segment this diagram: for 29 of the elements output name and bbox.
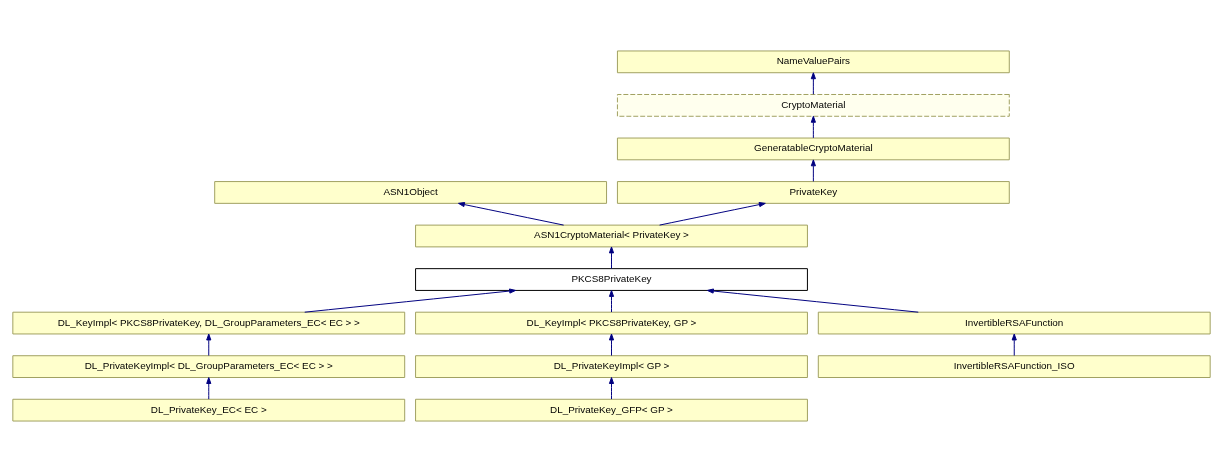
arrow [608,377,615,400]
node-box: PKCS8PrivateKey [415,268,808,291]
arrow [608,246,615,269]
node-box: DL_PrivateKeyImpl< DL_GroupParameters_EC< EC > > [12,355,406,378]
node-box: DL_PrivateKey_GFP< GP > [415,398,808,422]
node-box: CryptoMaterial [616,94,1010,117]
arrow [304,288,517,313]
node-box: NameValuePairs [616,50,1010,74]
node-box: DL_KeyImpl< PKCS8PrivateKey, DL_GroupParameters_EC< EC > > [12,311,406,335]
node-box: InvertibleRSAFunction_ISO [817,355,1211,378]
node-box: DL_KeyImpl< PKCS8PrivateKey, GP > [415,311,808,335]
node-box: DL_PrivateKey_EC< EC > [12,398,406,422]
node-box: GeneratableCryptoMaterial [616,137,1010,161]
arrow [1011,333,1017,357]
node-box: PrivateKey [616,181,1010,204]
arrow [810,115,816,139]
arrow [206,377,212,400]
node-box: InvertibleRSAFunction [817,311,1211,335]
node-box: DL_PrivateKeyImpl< GP > [415,355,808,378]
arrow [810,159,816,182]
arrow [706,288,919,313]
arrow [659,202,766,226]
arrow [457,202,565,226]
node-box: ASN1CryptoMaterial< PrivateKey > [415,224,808,248]
node-box: ASN1Object [214,181,608,204]
arrow [608,333,615,357]
arrow [206,333,212,357]
arrow [608,290,615,313]
arrow [810,72,816,95]
